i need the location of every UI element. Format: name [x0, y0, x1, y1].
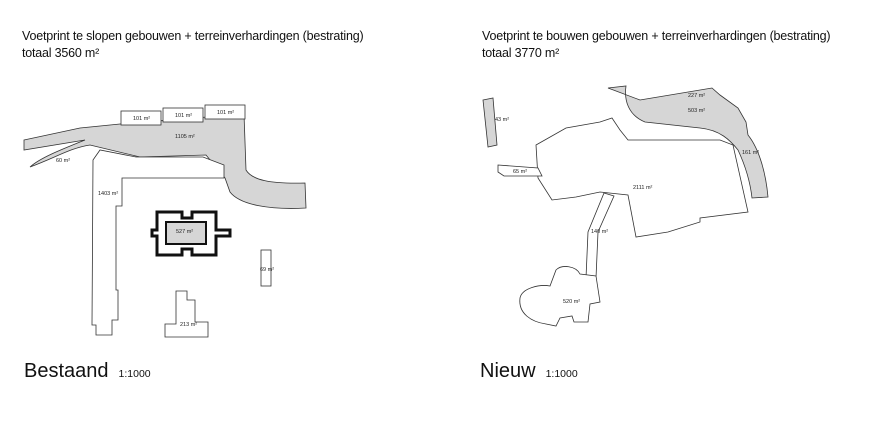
existing-box-2 — [162, 107, 204, 123]
existing-label-box3: 101 m² — [217, 110, 234, 116]
existing-caption: Bestaand 1:1000 — [24, 360, 151, 383]
existing-label-paving: 1105 m² — [175, 134, 195, 140]
new-main-building — [535, 117, 749, 238]
new-round-building — [519, 266, 601, 327]
new-scale: 1:1000 — [545, 368, 578, 380]
existing-area-labels: 101 m² 101 m² 101 m² 1105 m² 60 m² 1403 … — [56, 110, 274, 328]
new-area-labels: 227 m² 503 m² 161 m² 43 m² 65 m² 2111 m²… — [495, 93, 759, 305]
existing-header: Voetprint te slopen gebouwen + terreinve… — [22, 28, 364, 62]
existing-plan — [23, 104, 307, 338]
existing-label-box1: 101 m² — [133, 116, 150, 122]
existing-center-inner — [165, 221, 207, 245]
new-plan — [482, 85, 769, 327]
new-label-main: 2111 m² — [633, 185, 653, 191]
existing-label-small: 69 m² — [260, 267, 274, 273]
existing-label-box2: 101 m² — [175, 113, 192, 119]
existing-title: Voetprint te slopen gebouwen + terreinve… — [22, 29, 364, 43]
new-paving-strip — [607, 85, 769, 199]
new-label-wing: 65 m² — [513, 169, 527, 175]
new-title: Voetprint te bouwen gebouwen + terreinve… — [482, 29, 831, 43]
new-label-strip-top: 227 m² — [688, 93, 705, 99]
new-caption: Nieuw 1:1000 — [480, 360, 578, 383]
existing-label-center: 527 m² — [176, 229, 193, 235]
existing-total: totaal 3560 m² — [22, 46, 100, 60]
existing-caption-title: Bestaand — [24, 360, 109, 382]
new-label-corridor: 140 m² — [591, 229, 608, 235]
existing-main-building — [91, 149, 225, 336]
new-corridor — [585, 192, 615, 279]
existing-scale: 1:1000 — [118, 368, 151, 380]
new-label-round: 520 m² — [563, 299, 580, 305]
existing-bottom-building — [164, 290, 209, 338]
new-total: totaal 3770 m² — [482, 46, 560, 60]
existing-box-1 — [120, 110, 162, 126]
new-caption-title: Nieuw — [480, 360, 536, 382]
existing-small-building — [260, 249, 272, 287]
existing-label-bottom: 213 m² — [180, 322, 197, 328]
new-header: Voetprint te bouwen gebouwen + terreinve… — [482, 28, 831, 62]
new-label-strip-mid: 503 m² — [688, 108, 705, 114]
existing-paving — [23, 113, 307, 209]
new-wing — [497, 164, 543, 177]
new-left-paving — [482, 97, 498, 148]
existing-box-3 — [204, 104, 246, 120]
new-label-left-small: 43 m² — [495, 117, 509, 123]
existing-label-main: 1403 m² — [98, 191, 118, 197]
new-label-strip-right: 161 m² — [742, 150, 759, 156]
existing-label-path: 60 m² — [56, 158, 70, 164]
